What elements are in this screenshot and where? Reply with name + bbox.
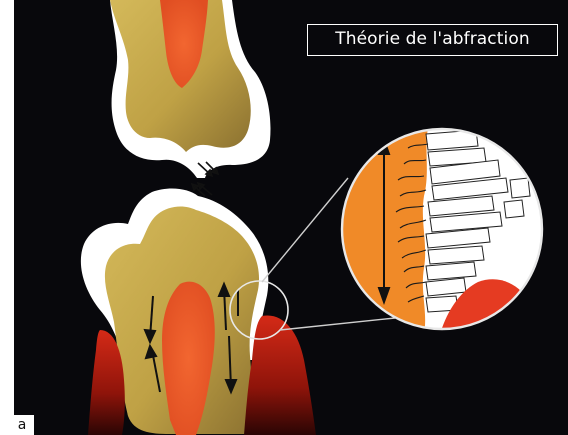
panel-label: a: [10, 415, 34, 435]
left-margin: [0, 0, 14, 435]
figure-title: Théorie de l'abfraction: [307, 24, 558, 56]
